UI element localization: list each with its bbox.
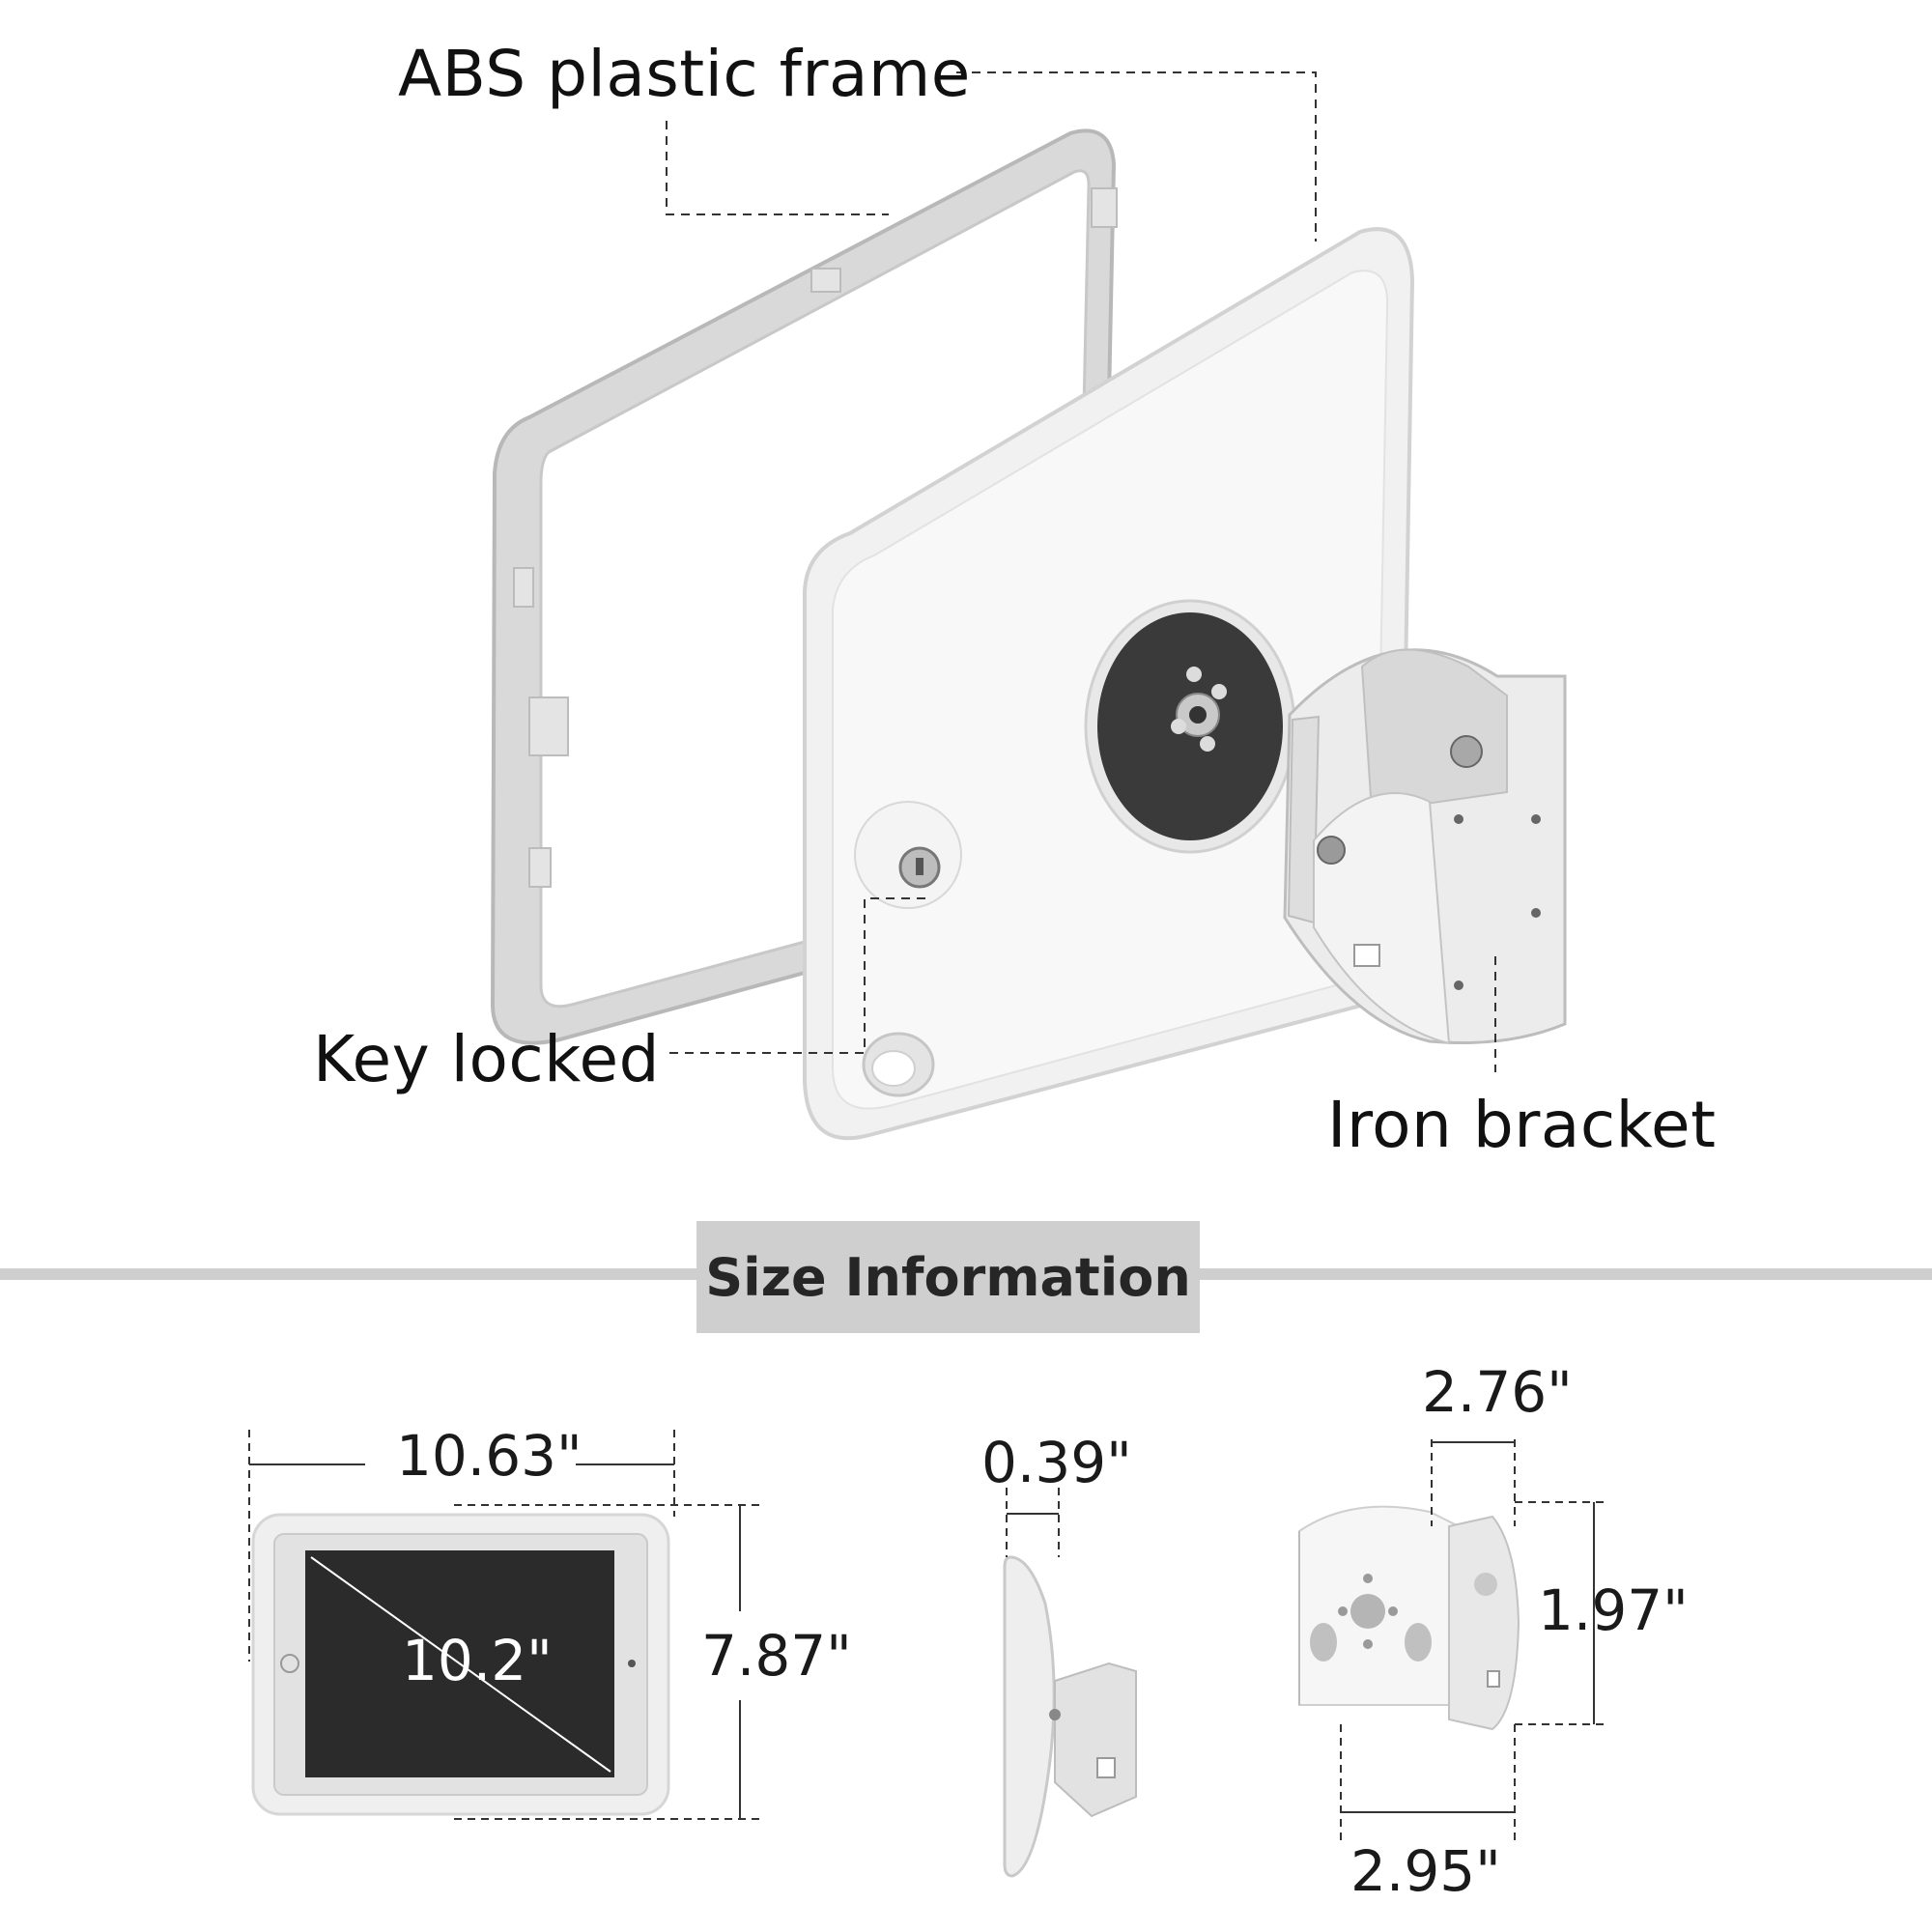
dimension-bracket-top: 2.76" xyxy=(1422,1359,1573,1425)
frame-label: ABS plastic frame xyxy=(398,37,971,111)
front-view xyxy=(251,1513,670,1816)
dimension-bracket-bottom: 2.95" xyxy=(1350,1838,1501,1904)
iron-bracket xyxy=(1283,648,1567,1045)
iron-bracket-label: Iron bracket xyxy=(1327,1088,1717,1162)
bracket-dimension-arrows xyxy=(1341,1441,1595,1813)
dimension-depth: 0.39" xyxy=(981,1430,1132,1495)
dimension-height: 7.87" xyxy=(701,1623,852,1689)
front-dimension-arrows xyxy=(249,1463,741,1819)
side-dimension-lines xyxy=(1006,1488,1060,1557)
section-title: Size Information xyxy=(705,1246,1191,1308)
bracket-dimension-lines xyxy=(1340,1439,1604,1845)
dimension-bracket-side: 1.97" xyxy=(1538,1577,1689,1643)
leader-lines xyxy=(666,71,1496,1072)
bracket-dimension-view xyxy=(1298,1505,1520,1731)
front-dimension-lines xyxy=(248,1430,763,1820)
dimension-screen: 10.2" xyxy=(402,1628,553,1693)
side-view xyxy=(1003,1555,1137,1878)
section-banner: Size Information xyxy=(696,1221,1200,1333)
key-locked-label: Key locked xyxy=(313,1022,661,1096)
back-panel xyxy=(803,227,1415,1141)
dimension-width: 10.63" xyxy=(396,1423,582,1489)
